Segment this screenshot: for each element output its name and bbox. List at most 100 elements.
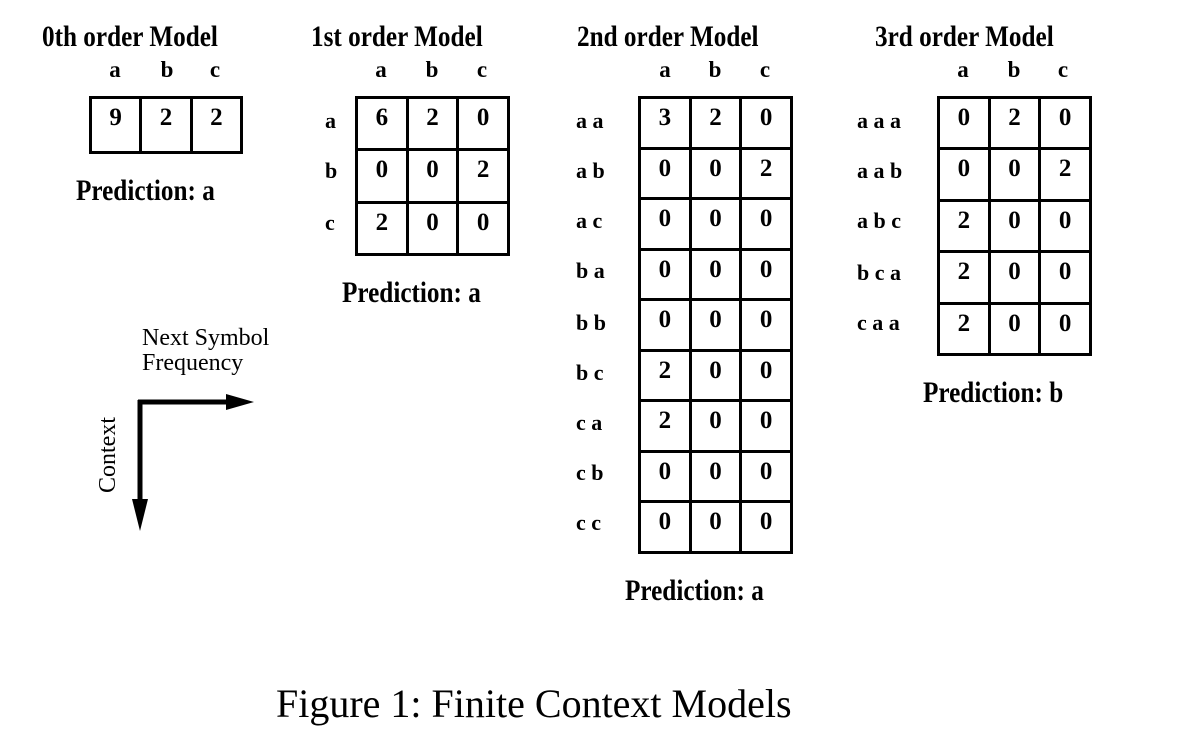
count-cell: 0 (408, 203, 457, 253)
count-cell: 0 (641, 200, 689, 248)
count-cell: 2 (408, 99, 457, 149)
count-cell: 2 (940, 304, 988, 353)
count-cell: 2 (940, 201, 988, 251)
count-cell: 2 (990, 99, 1039, 148)
count-cell: 0 (641, 149, 689, 198)
model-3-col-b: b (1007, 57, 1021, 82)
model-2-row-label: b b (576, 310, 606, 335)
count-cell: 0 (742, 503, 790, 551)
count-cell: 0 (641, 250, 689, 299)
model-3-row-label: a a b (857, 158, 903, 183)
count-cell: 2 (641, 351, 689, 400)
model-0-prediction: Prediction: a (76, 174, 215, 207)
model-0-col-b: b (160, 57, 174, 82)
count-cell: 0 (358, 151, 406, 201)
count-cell: 3 (641, 99, 689, 147)
count-cell: 0 (940, 99, 988, 148)
model-3-table: 0 2 0 0 0 2 2 0 0 2 0 0 2 0 0 (937, 96, 1092, 356)
count-cell: 2 (1041, 150, 1089, 199)
model-1-col-b: b (425, 57, 439, 82)
model-2-row-label: c b (576, 460, 604, 485)
model-2-row-label: a a (576, 108, 604, 133)
count-cell: 0 (1041, 99, 1089, 148)
count-cell: 2 (641, 402, 689, 450)
model-2-row-label: b a (576, 258, 605, 283)
model-1-col-a: a (375, 57, 387, 82)
count-cell: 2 (192, 99, 240, 151)
model-1-row-label: c (325, 210, 335, 235)
count-cell: 0 (742, 200, 790, 248)
count-cell: 2 (940, 253, 988, 302)
legend-next-symbol-label: Next Symbol Frequency (142, 325, 270, 377)
count-cell: 0 (459, 203, 507, 253)
model-0-title: 0th order Model (42, 20, 218, 53)
model-3-row-label: c a a (857, 310, 900, 335)
model-2-table: 3 2 0 0 0 2 0 0 0 0 0 0 0 0 0 2 0 0 2 0 … (638, 96, 793, 554)
model-2-prediction: Prediction: a (625, 574, 764, 607)
count-cell: 0 (408, 151, 457, 201)
figure-caption: Figure 1: Finite Context Models (276, 681, 792, 726)
count-cell: 0 (742, 351, 790, 400)
model-0-table: 9 2 2 (89, 96, 243, 154)
count-cell: 0 (990, 253, 1039, 302)
count-cell: 0 (691, 452, 740, 501)
model-1-row-label: b (325, 158, 338, 183)
count-cell: 0 (1041, 201, 1089, 251)
count-cell: 0 (691, 149, 740, 198)
count-cell: 0 (641, 452, 689, 501)
model-1-col-c: c (476, 57, 488, 82)
model-3-col-c: c (1057, 57, 1069, 82)
model-2-row-label: c a (576, 410, 603, 435)
count-cell: 2 (358, 203, 406, 253)
model-0-col-c: c (209, 57, 221, 82)
model-2-row-label: a c (576, 208, 603, 233)
count-cell: 9 (92, 99, 140, 151)
model-3-prediction: Prediction: b (923, 376, 1064, 409)
count-cell: 2 (142, 99, 190, 151)
count-cell: 0 (1041, 253, 1089, 302)
model-1-prediction: Prediction: a (342, 276, 481, 309)
model-2-title: 2nd order Model (577, 20, 759, 53)
model-1-table: 6 2 0 0 0 2 2 0 0 (355, 96, 510, 256)
legend-line-2: Frequency (142, 350, 244, 377)
count-cell: 0 (990, 201, 1039, 251)
count-cell: 0 (1041, 304, 1089, 353)
model-3-row-label: b c a (857, 260, 901, 285)
vertical-arrow-head (132, 499, 148, 531)
model-2-col-c: c (759, 57, 771, 82)
model-3-col-a: a (957, 57, 969, 82)
count-cell: 0 (742, 452, 790, 501)
count-cell: 0 (691, 250, 740, 299)
axes-arrows-icon (132, 394, 254, 531)
count-cell: 2 (459, 151, 507, 201)
count-cell: 0 (742, 99, 790, 147)
count-cell: 0 (940, 150, 988, 199)
model-0-col-a: a (109, 57, 121, 82)
count-cell: 0 (742, 301, 790, 349)
count-cell: 0 (459, 99, 507, 149)
count-cell: 2 (691, 99, 740, 147)
model-2-col-a: a (659, 57, 671, 82)
model-1-row-label: a (325, 108, 336, 133)
count-cell: 0 (691, 301, 740, 349)
count-cell: 0 (742, 402, 790, 450)
count-cell: 0 (641, 503, 689, 551)
count-cell: 0 (691, 351, 740, 400)
count-cell: 6 (358, 99, 406, 149)
model-2-row-label: a b (576, 158, 605, 183)
count-cell: 0 (691, 402, 740, 450)
horizontal-arrow-head (226, 394, 254, 410)
count-cell: 0 (990, 304, 1039, 353)
count-cell: 0 (691, 503, 740, 551)
model-1-title: 1st order Model (311, 20, 483, 53)
model-3-row-label: a a a (857, 108, 901, 133)
model-2-row-label: c c (576, 510, 602, 535)
model-2-col-b: b (708, 57, 722, 82)
count-cell: 0 (742, 250, 790, 299)
model-3-row-label: a b c (857, 208, 901, 233)
model-3-title: 3rd order Model (875, 20, 1054, 53)
count-cell: 2 (742, 149, 790, 198)
count-cell: 0 (641, 301, 689, 349)
legend-line-1: Next Symbol (142, 325, 270, 351)
legend-context-label: Context (95, 417, 121, 493)
